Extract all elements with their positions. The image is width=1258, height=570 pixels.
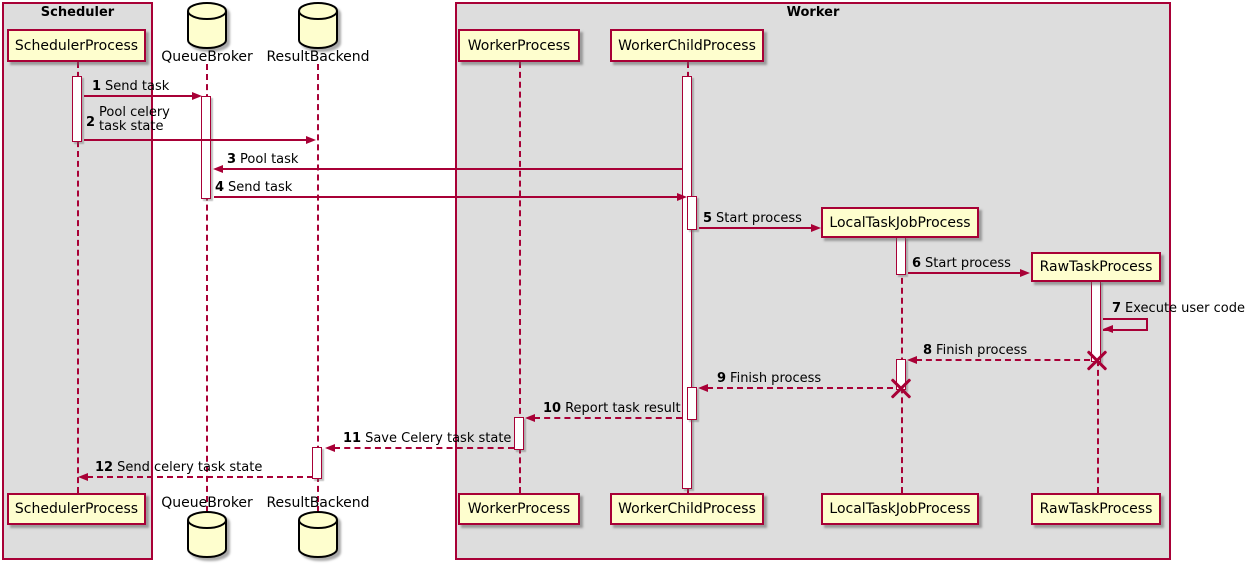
message-7-number: 7: [1112, 301, 1122, 316]
database-icon-queuebroker-top: [187, 2, 227, 50]
message-6-line: [908, 272, 1022, 274]
activation-workerchildprocess-report: [687, 387, 697, 420]
message-1-line: [84, 95, 194, 97]
activation-localtaskjobprocess-start: [896, 237, 906, 275]
participant-schedulerprocess-top: SchedulerProcess: [7, 29, 146, 62]
message-11-arrowhead: [325, 443, 335, 452]
database-label-resultbackend-bottom: ResultBackend: [266, 495, 370, 511]
message-6-arrowhead: [1020, 268, 1030, 277]
participant-workerchildprocess-bottom: WorkerChildProcess: [610, 493, 764, 525]
message-8-line: [916, 359, 1090, 361]
lifeline-queuebroker: [205, 64, 208, 512]
message-9-arrowhead: [698, 383, 708, 392]
lifeline-rawtaskprocess: [1096, 282, 1099, 493]
message-4-line: [214, 196, 680, 198]
participant-workerprocess-top: WorkerProcess: [458, 29, 580, 62]
message-7-selfloop: [1103, 318, 1148, 331]
message-5-line: [699, 227, 813, 229]
participant-schedulerprocess-bottom: SchedulerProcess: [7, 493, 146, 525]
message-9-line: [707, 387, 893, 389]
message-8-arrowhead: [907, 355, 917, 364]
message-11-line: [334, 447, 514, 449]
frame-worker-title: Worker: [786, 5, 840, 20]
database-label-queuebroker-top: QueueBroker: [161, 49, 253, 65]
message-8-number: 8: [923, 343, 933, 358]
activation-workerchildprocess-main: [682, 76, 692, 489]
message-12-line: [87, 476, 313, 478]
database-icon-resultbackend-top: [298, 2, 338, 50]
message-10-line: [534, 417, 682, 419]
participant-rawtaskprocess-created: RawTaskProcess: [1031, 252, 1161, 282]
message-3-line: [216, 168, 682, 170]
database-label-resultbackend-top: ResultBackend: [266, 49, 370, 65]
message-4-arrowhead: [677, 192, 687, 201]
message-3-number: 3: [227, 152, 237, 167]
activation-queuebroker: [201, 96, 211, 199]
message-3-arrowhead: [213, 164, 223, 173]
database-icon-resultbackend-bottom: [298, 511, 338, 559]
activation-resultbackend: [312, 447, 322, 479]
activation-workerchildprocess-task: [687, 196, 697, 230]
message-4-number: 4: [215, 180, 225, 195]
message-10-arrowhead: [525, 413, 535, 422]
participant-workerchildprocess-top: WorkerChildProcess: [610, 29, 764, 62]
message-9-number: 9: [717, 371, 727, 386]
message-5-number: 5: [703, 211, 713, 226]
message-10-number: 10: [543, 401, 562, 416]
frame-scheduler-title: Scheduler: [40, 5, 115, 20]
participant-rawtaskprocess-bottom: RawTaskProcess: [1031, 493, 1161, 525]
lifeline-workerprocess: [518, 62, 521, 493]
message-11-number: 11: [343, 431, 362, 446]
database-icon-queuebroker-bottom: [187, 511, 227, 559]
participant-localtaskjobprocess-created: LocalTaskJobProcess: [821, 207, 979, 238]
destroy-x-localtaskjobprocess: [889, 376, 913, 400]
activation-workerprocess: [514, 417, 524, 450]
participant-localtaskjobprocess-bottom: LocalTaskJobProcess: [821, 493, 979, 525]
message-5-arrowhead: [811, 223, 821, 232]
message-12-number: 12: [95, 460, 114, 475]
message-7-arrowhead: [1103, 325, 1113, 333]
message-6-number: 6: [912, 256, 922, 271]
message-2-line: [84, 139, 308, 141]
message-12-arrowhead: [78, 472, 88, 481]
database-label-queuebroker-bottom: QueueBroker: [161, 495, 253, 511]
lifeline-schedulerprocess: [76, 62, 79, 493]
participant-workerprocess-bottom: WorkerProcess: [458, 493, 580, 525]
destroy-x-rawtaskprocess: [1085, 348, 1109, 372]
message-1-number: 1: [92, 79, 102, 94]
lifeline-resultbackend: [316, 64, 319, 512]
message-2-number: 2: [86, 115, 96, 130]
message-1-arrowhead: [192, 91, 202, 100]
message-2-arrowhead: [306, 135, 316, 144]
activation-schedulerprocess: [72, 76, 82, 142]
